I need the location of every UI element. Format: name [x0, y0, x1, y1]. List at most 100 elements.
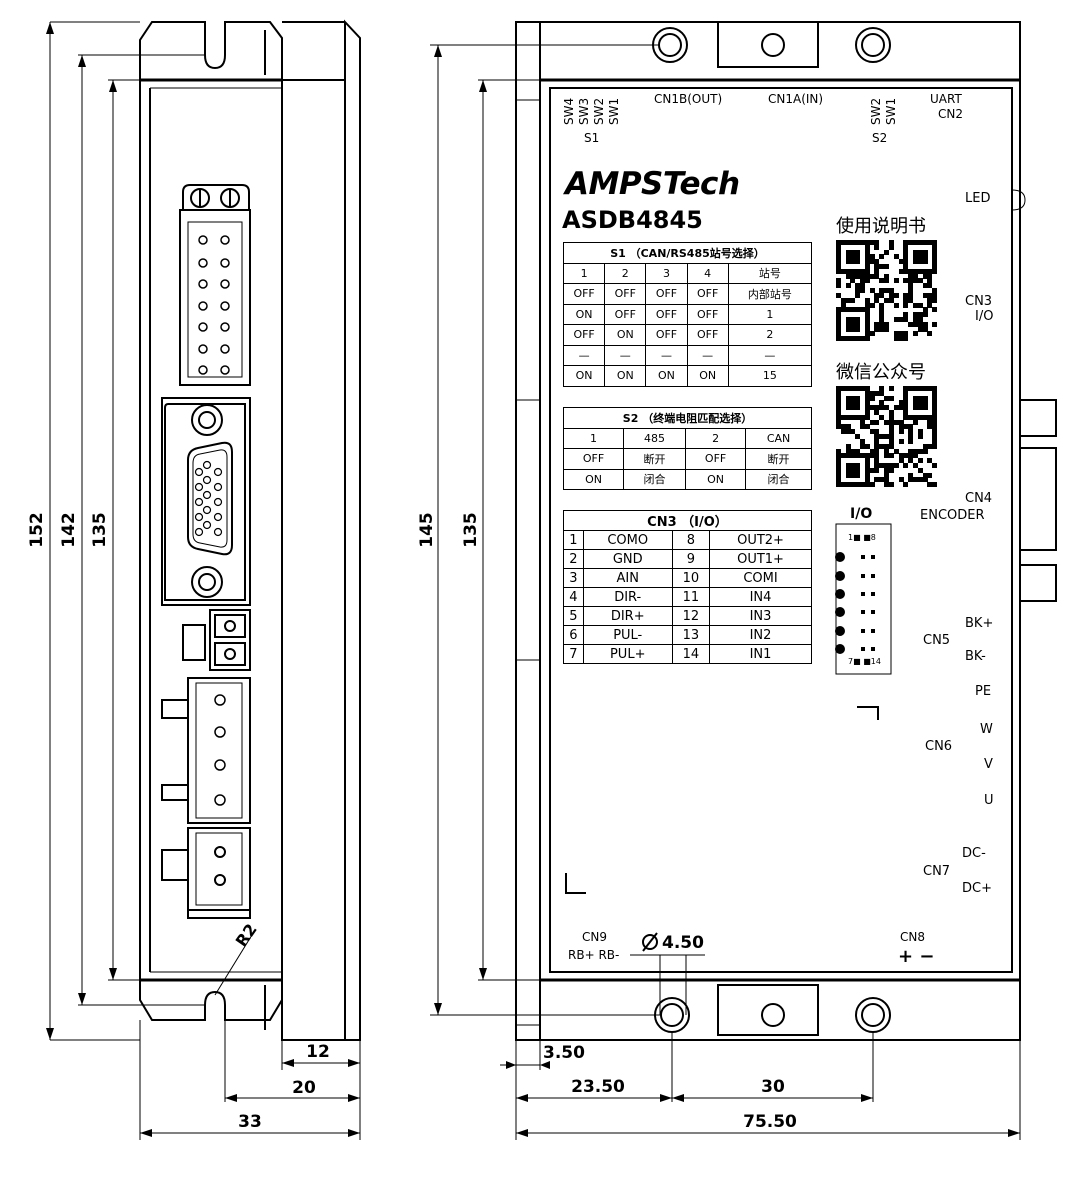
table-cell: OFF	[685, 448, 747, 470]
cn3-table-title: CN3 （I/O）	[563, 510, 812, 531]
cn1b-label: CN1B(OUT)	[654, 92, 722, 106]
table-cell: DIR+	[582, 606, 673, 626]
table-header-cell: CAN	[745, 427, 812, 449]
table-header-cell: 1	[562, 262, 606, 284]
table-cell: OFF	[562, 324, 606, 346]
io-pin-top: 1■ ■8	[848, 533, 876, 542]
cn8-polarity: + −	[898, 946, 934, 967]
cn5-label: CN5	[923, 633, 950, 648]
encoder-label: ENCODER	[920, 508, 985, 523]
dim-23-50: 23.50	[571, 1077, 625, 1097]
table-cell: ON	[685, 468, 747, 490]
cn1a-label: CN1A(IN)	[768, 92, 823, 106]
table-cell: 8	[671, 530, 711, 550]
dc-minus-label: DC-	[962, 846, 986, 861]
wechat-label: 微信公众号	[836, 362, 926, 383]
bk-minus-label: BK-	[965, 649, 986, 664]
dim-75-50: 75.50	[743, 1112, 797, 1132]
table-cell: OFF	[686, 283, 729, 305]
dim-3-50: 3.50	[543, 1043, 585, 1063]
table-header-cell: 站号	[727, 262, 813, 284]
table-cell: —	[562, 344, 606, 366]
cn3-label: CN3	[965, 294, 992, 309]
table-cell: 断开	[745, 448, 812, 470]
side-view: 152 142 135 12 20 33 R2	[27, 19, 361, 1140]
s2-table-title: S2 （终端电阻匹配选择）	[563, 407, 812, 429]
table-cell: ON	[645, 365, 688, 387]
manual-qr-code	[836, 240, 938, 342]
table-cell: IN1	[709, 644, 812, 664]
table-cell: ON	[562, 303, 606, 325]
cn9-label: CN9	[582, 930, 607, 944]
table-header-cell: 3	[645, 262, 688, 284]
front-view: AMPSTech ASDB4845 SW4 SW3 SW2 SW1 S1 CN1…	[417, 21, 1057, 1140]
table-cell: 1	[563, 530, 584, 550]
table-cell: COMI	[709, 568, 812, 588]
table-cell: 7	[563, 644, 584, 664]
w-label: W	[980, 722, 993, 737]
cn2-label: CN2	[938, 107, 963, 121]
table-cell: 12	[671, 606, 711, 626]
table-cell: OFF	[686, 324, 729, 346]
dim-20: 20	[292, 1078, 316, 1098]
brand-logo: AMPSTech	[562, 166, 740, 202]
table-cell: AIN	[582, 568, 673, 588]
table-cell: ON	[604, 365, 647, 387]
table-cell: —	[645, 344, 688, 366]
table-cell: OFF	[562, 448, 625, 470]
svg-text:4.50: 4.50	[662, 933, 704, 953]
dim-33: 33	[238, 1112, 262, 1132]
io-pins	[835, 552, 875, 654]
table-cell: OUT2+	[709, 530, 812, 550]
table-cell: OFF	[645, 283, 688, 305]
table-cell: COMO	[582, 530, 673, 550]
table-cell: 14	[671, 644, 711, 664]
cn8-label: CN8	[900, 930, 925, 944]
table-cell: 1	[727, 303, 813, 325]
table-cell: IN4	[709, 587, 812, 607]
dim-30: 30	[761, 1077, 785, 1097]
s1-station-table: S1 （CAN/RS485站号选择） 1 2 3 4 站号 OFF OFF OF…	[562, 242, 813, 387]
table-cell: GND	[582, 549, 673, 569]
cn7-label: CN7	[923, 864, 950, 879]
table-cell: ON	[604, 324, 647, 346]
table-cell: 闭合	[623, 468, 687, 490]
s1-table-title: S1 （CAN/RS485站号选择）	[563, 242, 812, 264]
table-cell: ON	[562, 365, 606, 387]
s2-switch-labels: SW2 SW1	[869, 98, 898, 125]
table-cell: DIR-	[582, 587, 673, 607]
table-cell: IN2	[709, 625, 812, 645]
table-header-cell: 2	[685, 427, 747, 449]
table-cell: 内部站号	[727, 283, 813, 305]
table-cell: OFF	[645, 324, 688, 346]
table-cell: PUL-	[582, 625, 673, 645]
wechat-qr-code	[836, 386, 938, 488]
table-cell: 5	[563, 606, 584, 626]
dc-plus-label: DC+	[962, 881, 992, 896]
table-cell: PUL+	[582, 644, 673, 664]
dim-152: 152	[27, 512, 47, 548]
s2-termination-table: S2 （终端电阻匹配选择） 1 485 2 CAN OFF 断开 OFF 断开 …	[562, 407, 812, 490]
s1-switch-labels: SW4 SW3 SW2 SW1	[562, 98, 621, 125]
table-cell: 2	[563, 549, 584, 569]
table-cell: 11	[671, 587, 711, 607]
dim-145: 145	[417, 512, 437, 548]
svg-text:SW1: SW1	[884, 98, 898, 125]
io-pin-bottom: 7■ ■14	[848, 657, 881, 666]
dim-142: 142	[59, 512, 79, 548]
cn4-label: CN4	[965, 491, 992, 506]
table-cell: —	[604, 344, 647, 366]
dim-135-right: 135	[461, 512, 481, 548]
io-right-label: I/O	[975, 309, 993, 324]
table-cell: 闭合	[745, 468, 812, 490]
v-label: V	[984, 757, 993, 772]
table-cell: OFF	[686, 303, 729, 325]
table-cell: 断开	[623, 448, 687, 470]
s1-label: S1	[584, 131, 599, 145]
led-label: LED	[965, 191, 990, 206]
table-cell: 6	[563, 625, 584, 645]
table-cell: OFF	[604, 303, 647, 325]
model-name: ASDB4845	[562, 206, 703, 234]
